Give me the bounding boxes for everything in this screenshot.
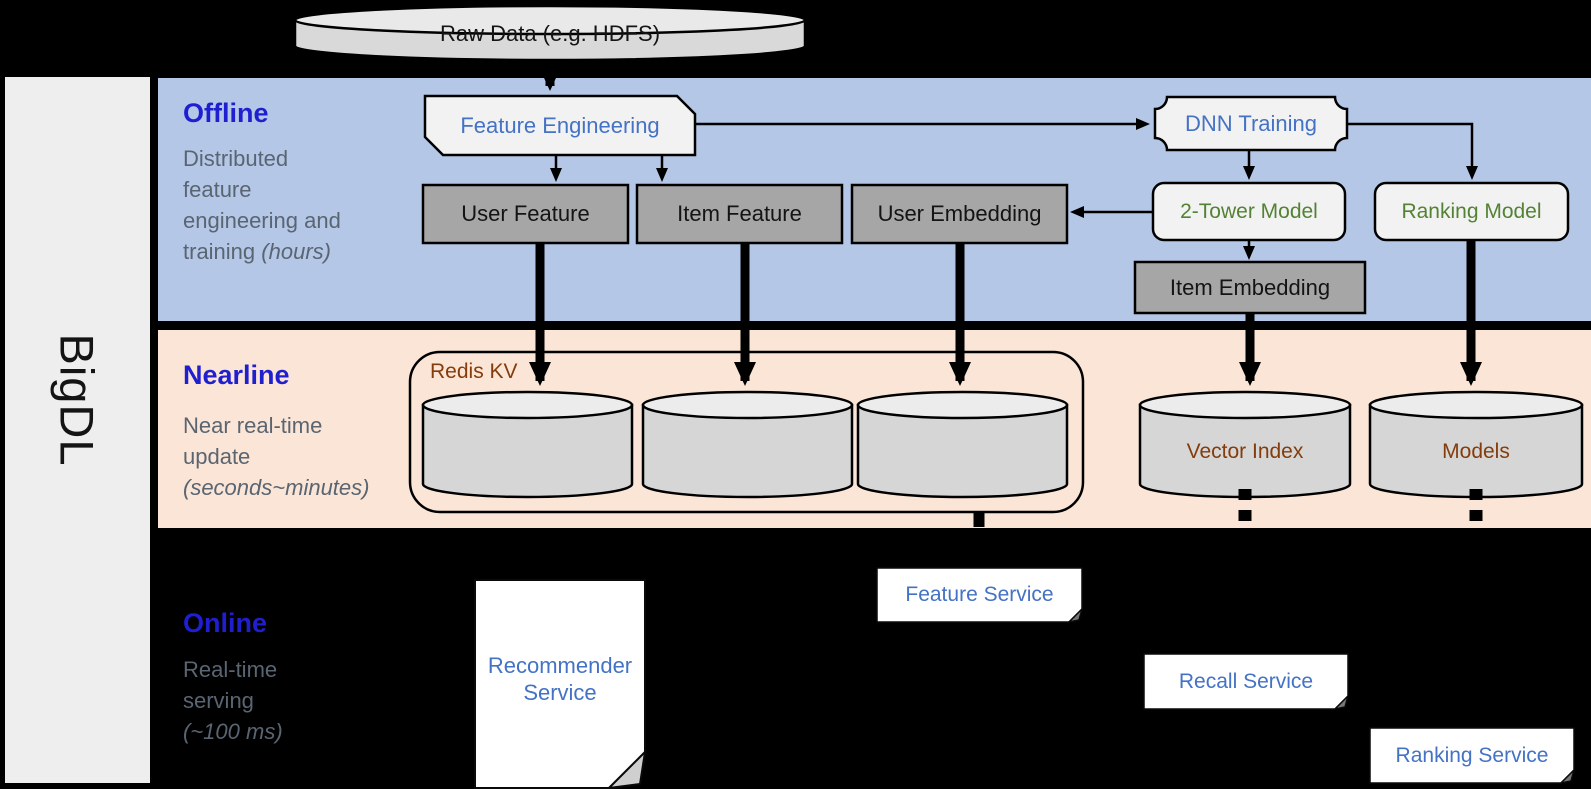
redis-kv-container <box>408 350 1085 514</box>
recall-service-box <box>1143 653 1350 711</box>
feature-service-box <box>876 567 1084 624</box>
dnn-training-shape <box>1153 95 1349 152</box>
redis-cylinder-2 <box>641 390 854 499</box>
bigdl-brand-label: BigDL <box>50 333 104 467</box>
user-feature-box <box>421 183 630 245</box>
arrow-redis-to-feature-service <box>963 512 995 549</box>
item-embedding-box <box>1133 260 1367 315</box>
ranking-service-label: Ranking Service <box>1395 743 1549 767</box>
user-feature-label: User Feature <box>461 201 590 226</box>
offline-section-description: Distributed feature engineering and trai… <box>183 146 341 264</box>
feature-engineering-label: Feature Engineering <box>460 112 660 138</box>
recommender-service-label: Recommender Service <box>487 653 633 705</box>
recommender-service-doc <box>474 579 647 789</box>
redis-kv-label: Redis KV <box>430 360 518 383</box>
item-embedding-label: Item Embedding <box>1169 274 1331 300</box>
nearline-section-description: Near real-time update (seconds~minutes) <box>183 413 370 500</box>
item-feature-label: Item Feature <box>677 201 802 226</box>
models-label: Models <box>1442 440 1510 463</box>
item-feature-box <box>635 183 844 245</box>
arrow-dnn-to-ranking-model <box>1347 122 1478 180</box>
user-embedding-box <box>850 183 1069 245</box>
redis-cylinder-3 <box>856 390 1069 499</box>
raw-data-label: Raw Data (e.g. HDFS) <box>439 21 661 46</box>
feature-service-label: Feature Service <box>905 583 1054 606</box>
nearline-section-title: Nearline <box>183 360 290 390</box>
raw-data-cylinder <box>293 4 807 62</box>
bigdl-sidebar <box>5 77 150 783</box>
dnn-training-label: DNN Training <box>1184 110 1318 136</box>
two-tower-model-label: 2-Tower Model <box>1180 199 1318 223</box>
ranking-service-box <box>1369 727 1576 785</box>
recall-service-label: Recall Service <box>1178 669 1314 693</box>
online-section-description: Real-time serving (~100 ms) <box>183 657 283 744</box>
offline-section-title: Offline <box>183 98 269 128</box>
ranking-model-label: Ranking Model <box>1401 199 1542 223</box>
online-section-title: Online <box>183 608 268 638</box>
feature-engineering-shape <box>423 94 697 157</box>
models-cylinder <box>1368 390 1584 499</box>
vector-index-label: Vector Index <box>1186 440 1304 463</box>
user-embedding-label: User Embedding <box>877 201 1042 226</box>
redis-cylinder-1 <box>421 390 634 499</box>
